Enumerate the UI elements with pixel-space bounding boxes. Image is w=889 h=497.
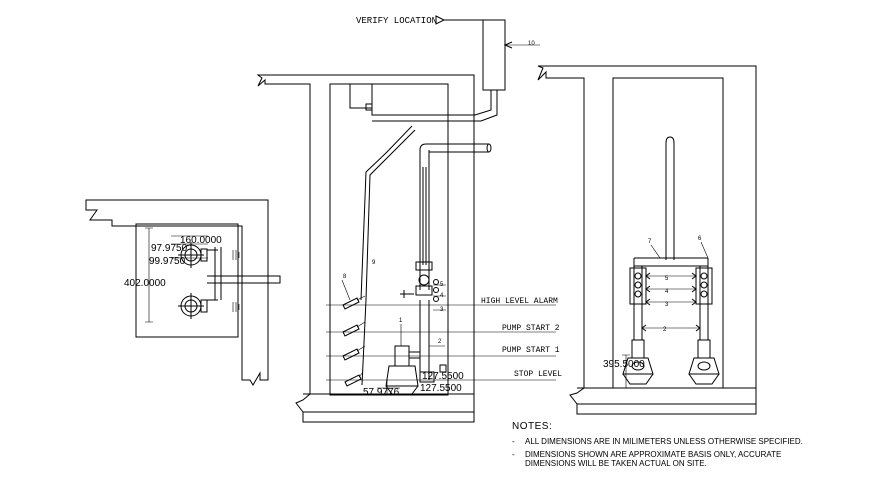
dim-402: 402.0000 <box>124 278 166 289</box>
float-switches <box>342 295 366 387</box>
high-level-alarm-label: HIGH LEVEL ALARM <box>481 297 558 306</box>
note-text: ALL DIMENSIONS ARE IN MILIMETERS UNLESS … <box>525 437 803 446</box>
callout-3: 3 <box>440 307 444 313</box>
control-panel <box>482 19 506 91</box>
callout-2: 2 <box>438 339 442 345</box>
dim-97: 97.9750 <box>151 243 188 254</box>
right-callout-4: 4 <box>665 289 669 295</box>
dim-127b: 127.5500 <box>420 383 462 394</box>
right-pump-right <box>688 339 720 385</box>
right-callout-5: 5 <box>665 276 669 282</box>
plan-view: 160.0000 97.9750 99.9750 402.0000 <box>85 199 281 386</box>
verify-location-label: VERIFY LOCATION <box>356 16 437 26</box>
right-callout-2: 2 <box>663 327 667 333</box>
section-view: VERIFY LOCATION 10 9 8 5 4 3 2 1 <box>256 15 562 423</box>
callout-4: 4 <box>440 293 444 299</box>
plan-pump-top <box>178 242 240 268</box>
dim-127a: 127.5500 <box>422 371 464 382</box>
notes-block: NOTES: - ALL DIMENSIONS ARE IN MILIMETER… <box>512 421 812 472</box>
pump-start-2-label: PUMP START 2 <box>502 324 560 333</box>
front-view: 5 4 3 2 7 6 395.5000 <box>537 65 757 415</box>
note-text: DIMENSIONS SHOWN ARE APPROXIMATE BASIS O… <box>525 450 782 468</box>
callout-10: 10 <box>528 41 535 47</box>
right-pump-left <box>622 339 654 385</box>
right-callout-3: 3 <box>665 302 669 308</box>
plan-pump-bottom <box>178 293 240 319</box>
dim-57: 57.9776 <box>363 387 400 398</box>
callout-9: 9 <box>372 260 376 266</box>
right-callout-7: 7 <box>648 239 652 245</box>
callout-1: 1 <box>399 318 403 324</box>
stop-level-label: STOP LEVEL <box>514 370 562 379</box>
dim-99: 99.9750 <box>149 256 186 267</box>
note-item: - DIMENSIONS SHOWN ARE APPROXIMATE BASIS… <box>512 450 812 468</box>
submersible-pump <box>385 345 447 395</box>
right-callout-6: 6 <box>698 236 702 242</box>
notes-title: NOTES: <box>512 421 553 432</box>
pump-start-1-label: PUMP START 1 <box>502 346 560 355</box>
dim-160: 160.0000 <box>180 235 222 246</box>
dim-395: 395.5000 <box>603 359 645 370</box>
note-item: - ALL DIMENSIONS ARE IN MILIMETERS UNLES… <box>512 437 803 446</box>
callout-8: 8 <box>343 274 347 280</box>
callout-5: 5 <box>440 282 444 288</box>
